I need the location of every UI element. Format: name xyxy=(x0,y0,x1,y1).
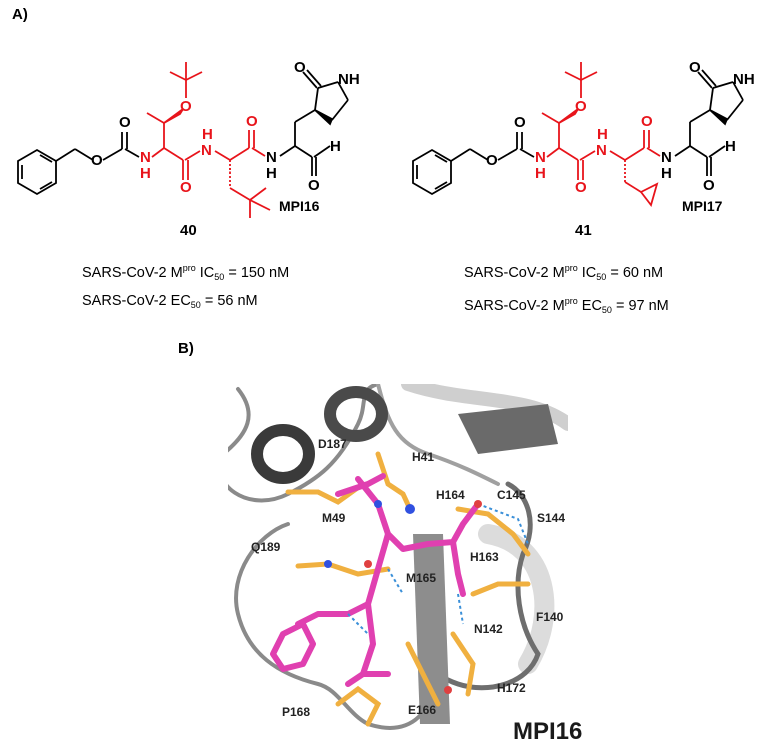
residue-label-m49: M49 xyxy=(322,511,346,525)
svg-text:H: H xyxy=(535,165,546,182)
compound-number-41: 41 xyxy=(575,222,592,239)
residue-label-d187: D187 xyxy=(318,437,347,451)
protein-binding-site-image xyxy=(228,384,568,730)
svg-text:NH: NH xyxy=(733,71,755,88)
svg-text:O: O xyxy=(689,59,701,76)
residue-label-s144: S144 xyxy=(537,511,566,525)
residue-label-f140: F140 xyxy=(536,610,564,624)
panel-b-label: B) xyxy=(178,340,194,357)
svg-text:O: O xyxy=(575,179,587,196)
svg-text:O: O xyxy=(119,114,131,131)
svg-text:H: H xyxy=(597,126,608,143)
activity-line: SARS-CoV-2 Mpro IC50 = 150 nM xyxy=(82,263,290,282)
compound-number-40: 40 xyxy=(180,222,197,239)
svg-text:O: O xyxy=(294,59,306,76)
protein-view-title: MPI16 xyxy=(513,718,583,745)
svg-text:N: N xyxy=(266,149,277,166)
residue-label-h172: H172 xyxy=(497,681,526,695)
svg-text:H: H xyxy=(330,138,341,155)
residue-label-q189: Q189 xyxy=(251,540,281,554)
activity-line: SARS-CoV-2 Mpro IC50 = 60 nM xyxy=(464,263,664,282)
residue-label-h41: H41 xyxy=(412,450,435,464)
svg-text:NH: NH xyxy=(338,71,360,88)
svg-text:H: H xyxy=(661,165,672,182)
compound-code-mpi17: MPI17 xyxy=(682,198,723,214)
svg-text:H: H xyxy=(202,126,213,143)
compound-code-mpi16: MPI16 xyxy=(279,198,320,214)
activity-line: SARS-CoV-2 EC50 = 56 nM xyxy=(82,293,258,310)
svg-text:O: O xyxy=(575,98,587,115)
svg-text:O: O xyxy=(246,113,258,130)
svg-text:O: O xyxy=(514,114,526,131)
residue-label-n142: N142 xyxy=(474,622,503,636)
svg-text:N: N xyxy=(661,149,672,166)
svg-text:O: O xyxy=(180,179,192,196)
svg-text:N: N xyxy=(596,142,607,159)
svg-text:O: O xyxy=(641,113,653,130)
residue-label-p168: P168 xyxy=(282,705,311,719)
residue-label-e166: E166 xyxy=(408,703,437,717)
activity-block-40: SARS-CoV-2 Mpro IC50 = 150 nM SARS-CoV-2… xyxy=(82,256,289,317)
structure-mpi16: O O N H O O N H O N H O NH H O xyxy=(17,59,360,218)
svg-text:N: N xyxy=(535,149,546,166)
svg-text:N: N xyxy=(201,142,212,159)
residue-label-h164: H164 xyxy=(436,488,465,502)
activity-line: SARS-CoV-2 Mpro EC50 = 97 nM xyxy=(464,296,669,315)
svg-text:H: H xyxy=(140,165,151,182)
residue-label-c145: C145 xyxy=(497,488,526,502)
svg-text:O: O xyxy=(180,98,192,115)
svg-text:N: N xyxy=(140,149,151,166)
svg-text:H: H xyxy=(725,138,736,155)
svg-text:O: O xyxy=(91,152,103,169)
svg-text:O: O xyxy=(308,177,320,194)
svg-text:H: H xyxy=(266,165,277,182)
residue-label-m165: M165 xyxy=(406,571,437,585)
structure-mpi17: O O N H O O N H O N H O NH H O xyxy=(412,59,755,207)
activity-block-41: SARS-CoV-2 Mpro IC50 = 60 nM SARS-CoV-2 … xyxy=(464,256,669,322)
panel-a-label: A) xyxy=(12,6,28,23)
svg-text:O: O xyxy=(486,152,498,169)
svg-text:O: O xyxy=(703,177,715,194)
residue-label-h163: H163 xyxy=(470,550,499,564)
